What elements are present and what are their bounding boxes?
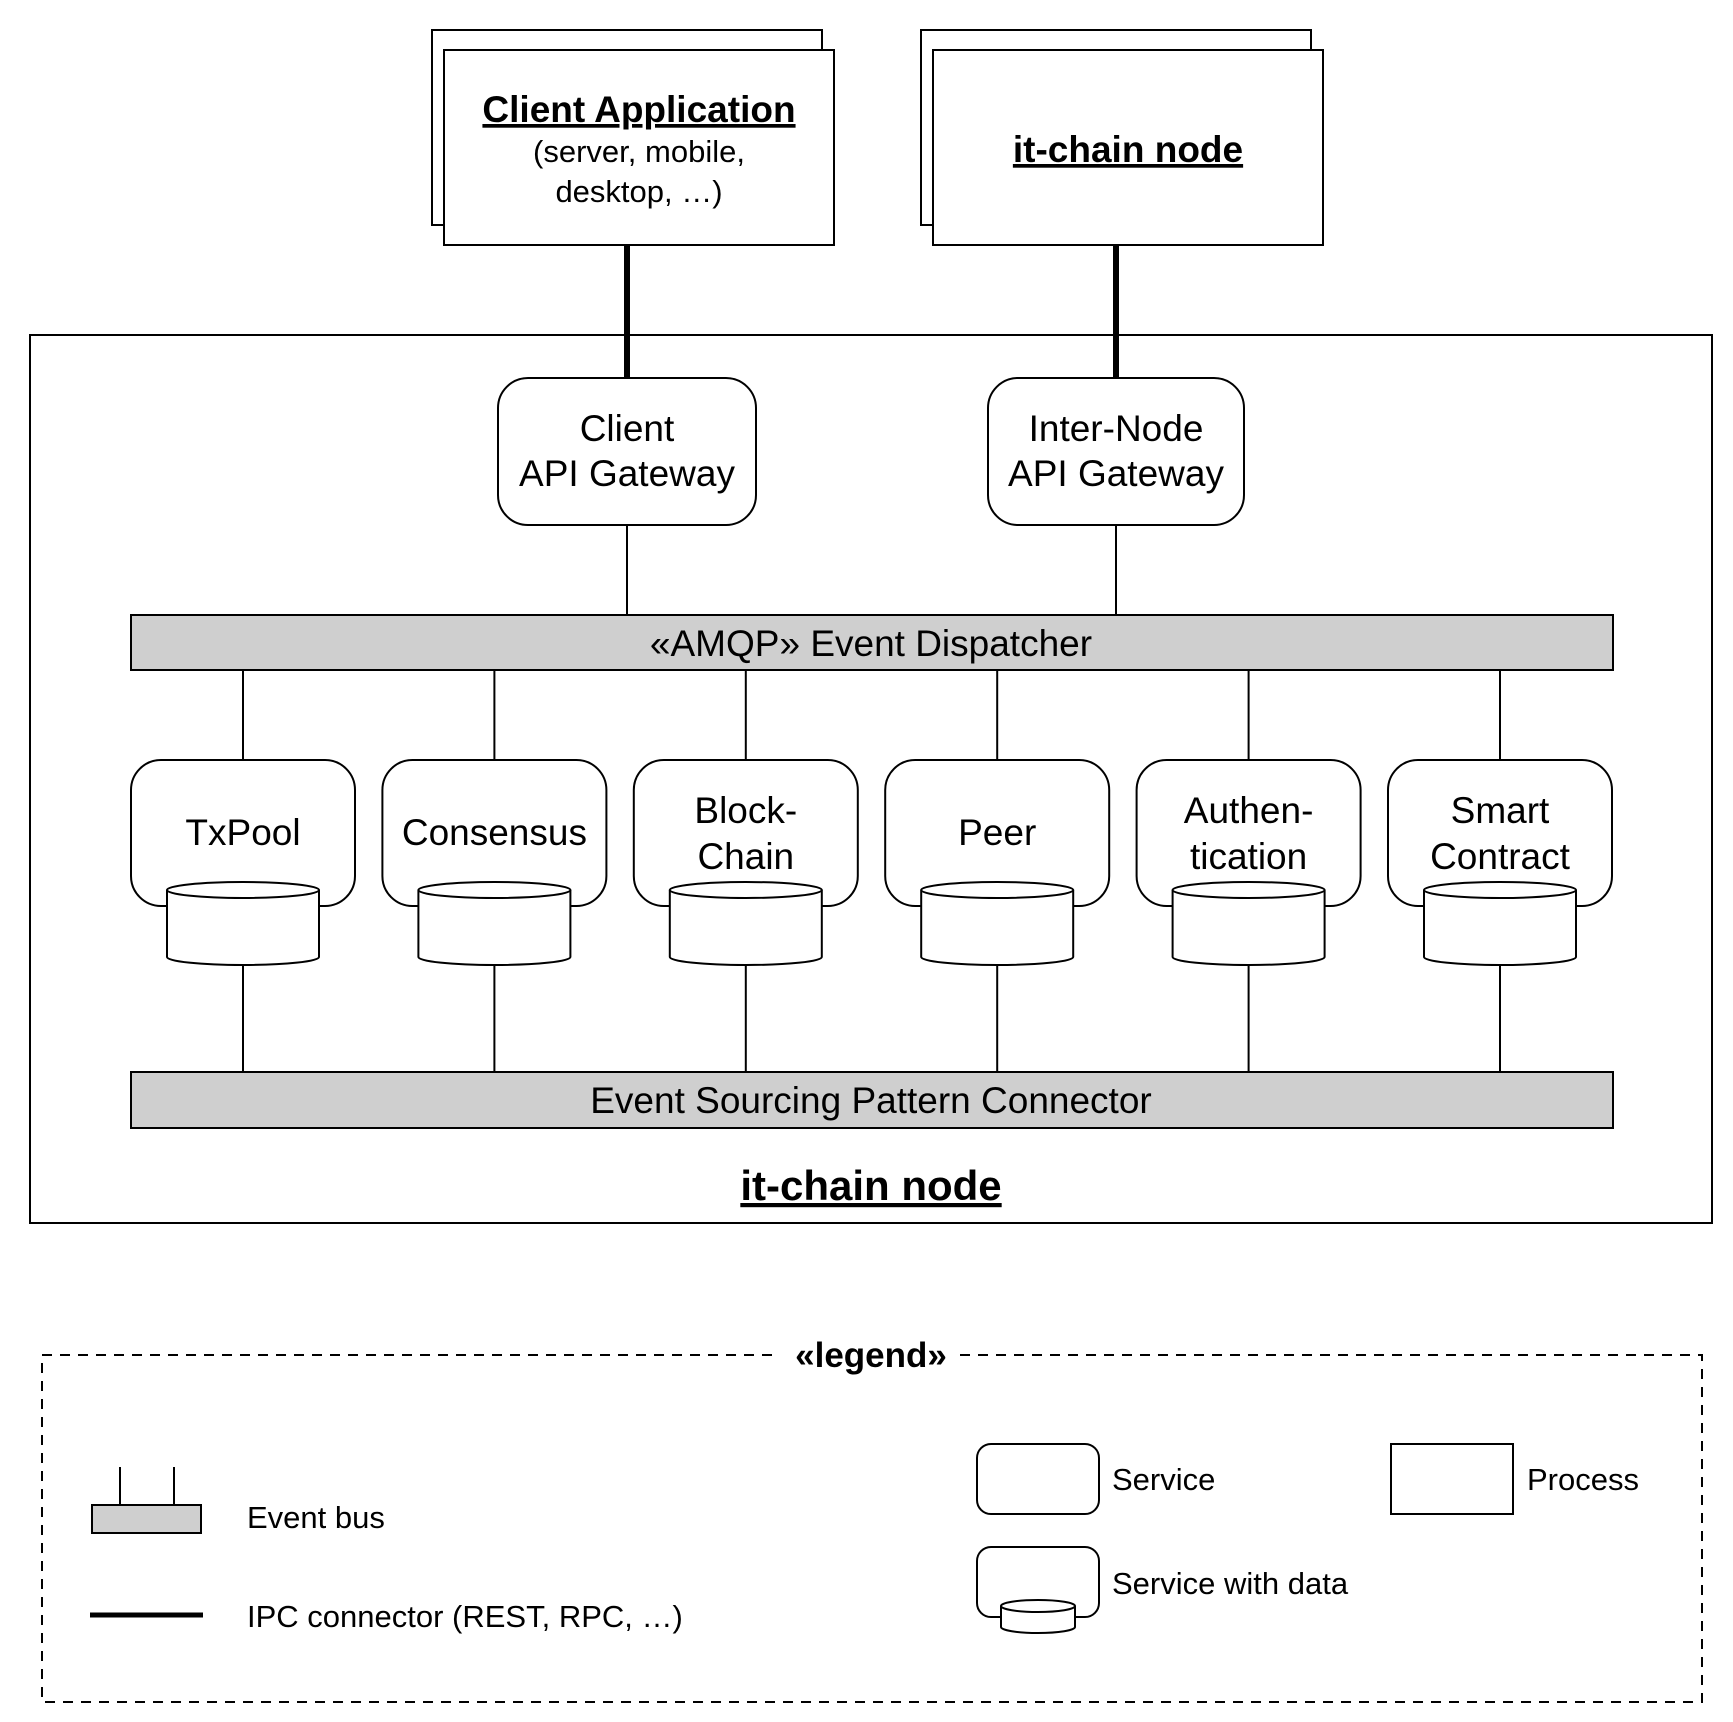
client-api-gateway: Client API Gateway xyxy=(497,377,757,526)
legend-database-cylinder xyxy=(1000,1599,1076,1634)
service-label-line: TxPool xyxy=(185,812,300,853)
event-bus-bar xyxy=(130,1071,1614,1129)
legend-label: Service xyxy=(1112,1462,1215,1497)
node-title: it-chain node xyxy=(740,1162,1001,1209)
process-box xyxy=(443,49,835,246)
event-dispatcher-bus: «AMQP» Event Dispatcher xyxy=(130,614,1614,671)
legend-ipc-connector: IPC connector (REST, RPC, …) xyxy=(90,1599,683,1634)
event-bus-bar xyxy=(130,614,1614,671)
service-box xyxy=(497,377,757,526)
services-group: TxPool Consensus Block- Chain Peer Authen-tic… xyxy=(130,670,1613,1072)
legend-bus-bar xyxy=(91,1504,202,1534)
legend-label: Process xyxy=(1527,1462,1639,1497)
database-cylinder xyxy=(668,881,823,966)
legend-title-backdrop xyxy=(780,1335,960,1375)
service-label-line: Block- xyxy=(694,790,797,831)
client-application-process: Client Application (server, mobile, desk… xyxy=(431,29,835,246)
service-blockchain: Block- Chain xyxy=(632,670,859,1072)
service-label-line: tication xyxy=(1190,836,1307,877)
gateway-label-line: API Gateway xyxy=(519,453,735,494)
database-cylinder xyxy=(417,881,572,966)
gateway-label-line: Inter-Node xyxy=(1029,408,1204,449)
database-cylinder xyxy=(920,881,1075,966)
legend-title: «legend» xyxy=(795,1336,947,1375)
legend-process: Process xyxy=(1390,1443,1639,1515)
process-title: it-chain node xyxy=(1013,129,1243,170)
legend-label: Service with data xyxy=(1112,1566,1349,1601)
event-sourcing-bus: Event Sourcing Pattern Connector xyxy=(130,1071,1614,1129)
service-label-line: Authen- xyxy=(1184,790,1314,831)
service-label-line: Smart xyxy=(1451,790,1550,831)
process-title: Client Application xyxy=(482,89,795,130)
legend-event-bus: Event bus xyxy=(91,1467,385,1535)
process-subtitle-line: desktop, …) xyxy=(555,174,722,209)
service-authentication: Authen-tication xyxy=(1135,670,1362,1072)
database-cylinder xyxy=(1423,881,1577,966)
service-label-line: Chain xyxy=(697,836,794,877)
gateway-label-line: API Gateway xyxy=(1008,453,1224,494)
service-label-line: Peer xyxy=(958,812,1036,853)
service-txpool: TxPool xyxy=(130,670,356,1072)
external-node-process: it-chain node xyxy=(920,29,1324,246)
node-container xyxy=(29,334,1713,1224)
service-consensus: Consensus xyxy=(381,670,608,1072)
service-label-line: Contract xyxy=(1430,836,1571,877)
service-box xyxy=(987,377,1245,526)
database-cylinder xyxy=(166,881,320,966)
process-box xyxy=(932,49,1324,246)
legend: «legend» Event bus IPC connector (REST, … xyxy=(41,1335,1703,1703)
event-bus-label: «AMQP» Event Dispatcher xyxy=(650,623,1092,664)
gateway-label-line: Client xyxy=(580,408,675,449)
legend-service: Service xyxy=(976,1443,1215,1515)
legend-process-box xyxy=(1390,1443,1514,1515)
legend-service-box xyxy=(976,1443,1100,1515)
event-bus-label: Event Sourcing Pattern Connector xyxy=(590,1080,1152,1121)
service-label-line: Consensus xyxy=(402,812,587,853)
legend-label: Event bus xyxy=(247,1500,385,1535)
legend-label: IPC connector (REST, RPC, …) xyxy=(247,1599,683,1634)
legend-service-with-data: Service with data xyxy=(976,1546,1349,1634)
inter-node-api-gateway: Inter-Node API Gateway xyxy=(987,377,1245,526)
service-peer: Peer xyxy=(884,670,1111,1072)
database-cylinder xyxy=(1171,881,1326,966)
process-subtitle-line: (server, mobile, xyxy=(533,134,745,169)
